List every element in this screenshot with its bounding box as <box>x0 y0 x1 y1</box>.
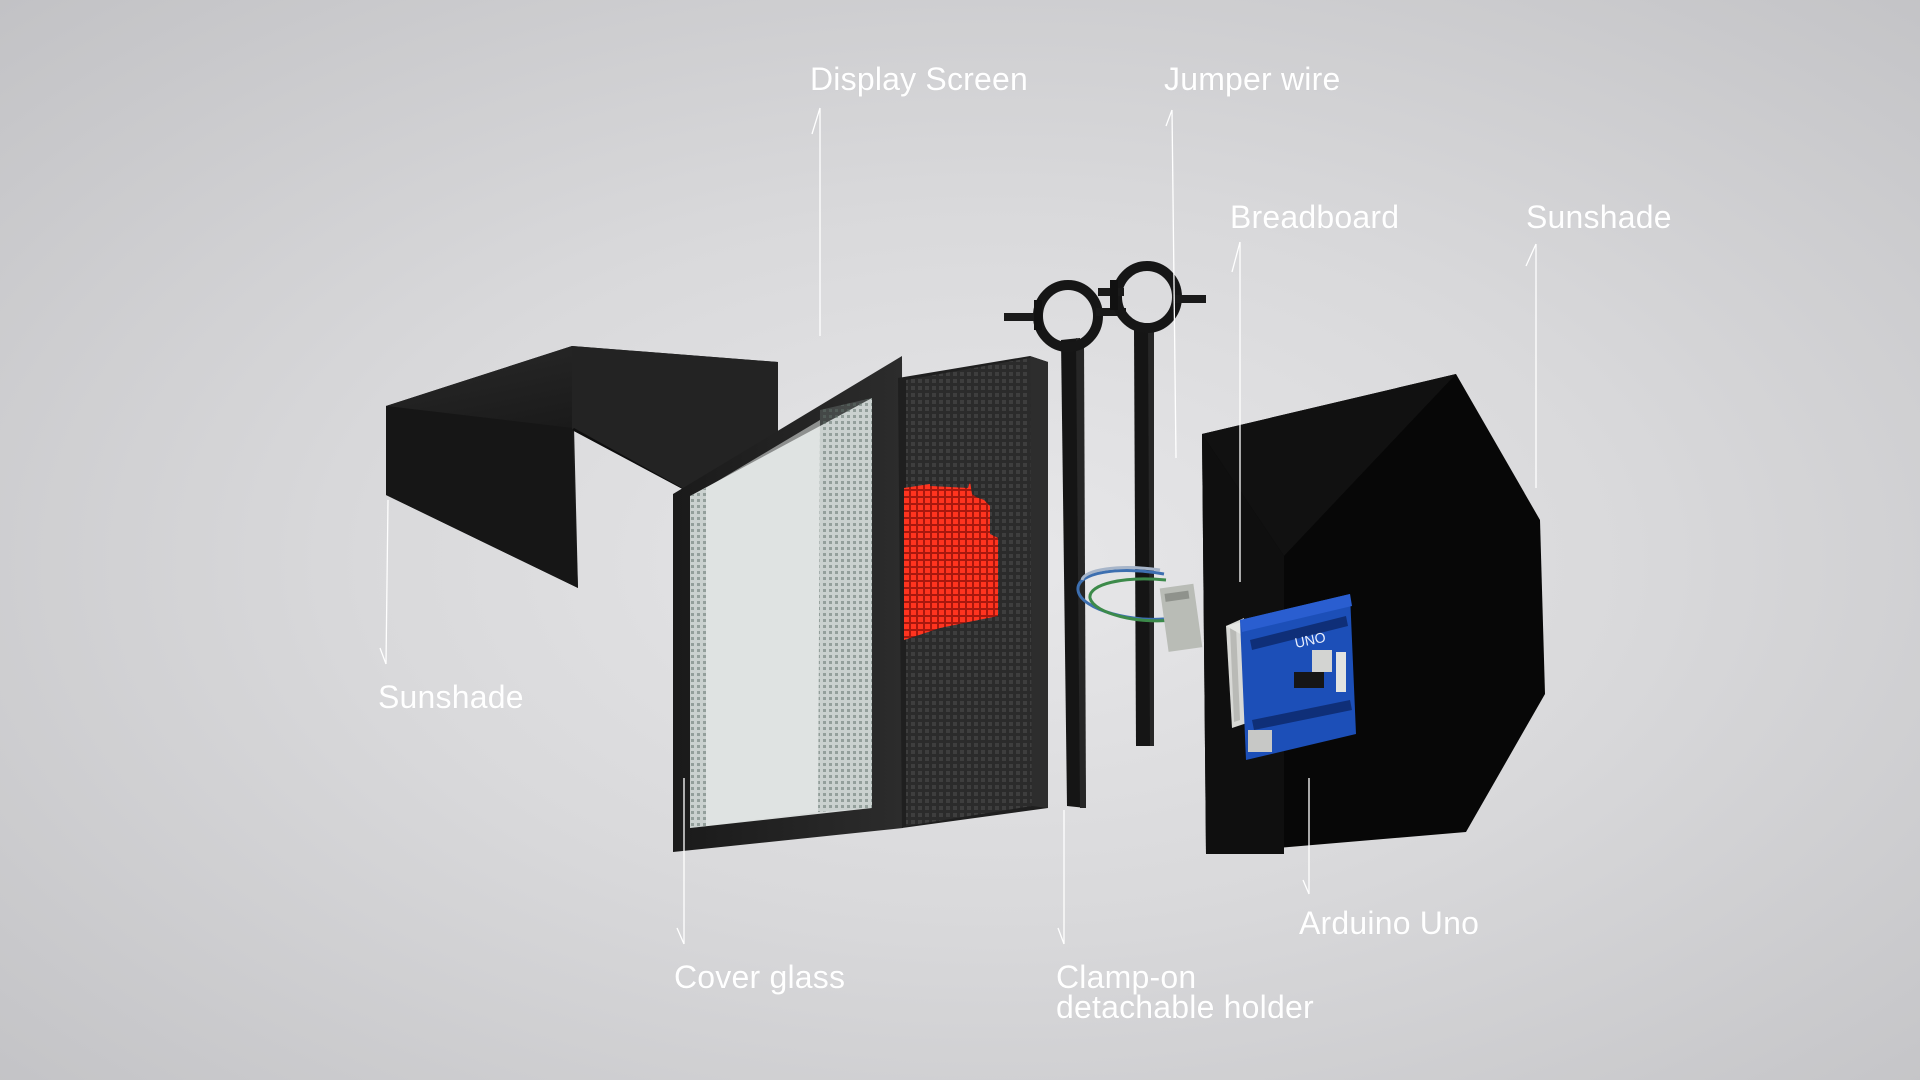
red-led-pattern <box>904 482 998 640</box>
label-arduino-uno: Arduino Uno <box>1299 905 1480 941</box>
leader-arduino-uno <box>1302 778 1310 895</box>
leader-display-screen <box>811 107 821 336</box>
leader-clamp-holder <box>1057 810 1065 945</box>
leader-cover-glass <box>676 778 685 945</box>
label-clamp-holder-line2: detachable holder <box>1056 989 1314 1025</box>
label-jumper-wire: Jumper wire <box>1164 61 1341 97</box>
display-screen <box>898 356 1048 828</box>
label-clamp-holder-line1: Clamp-on <box>1056 959 1197 995</box>
leader-sunshade-right <box>1525 243 1537 488</box>
label-cover-glass: Cover glass <box>674 959 846 995</box>
label-display-screen: Display Screen <box>810 61 1029 97</box>
right-sunshade <box>1202 374 1545 854</box>
left-clamp-ring <box>1004 280 1126 352</box>
label-sunshade-left: Sunshade <box>378 679 524 715</box>
leader-lines <box>379 107 1537 945</box>
leader-breadboard <box>1231 241 1241 582</box>
label-sunshade-right: Sunshade <box>1526 199 1672 235</box>
cover-glass <box>673 356 903 852</box>
board-marking: UNO <box>1293 629 1327 651</box>
label-breadboard: Breadboard <box>1230 199 1400 235</box>
label-clamp-holder: Clamp-on detachable holder <box>1056 959 1314 1025</box>
leader-jumper-wire <box>1165 109 1177 459</box>
clamp-on-holder <box>1004 261 1206 808</box>
right-clamp-ring <box>1098 261 1206 333</box>
jumper-wire <box>1076 566 1203 652</box>
leader-sunshade-left <box>379 499 389 665</box>
left-sunshade <box>386 346 778 588</box>
arduino-uno: UNO <box>1240 594 1356 760</box>
